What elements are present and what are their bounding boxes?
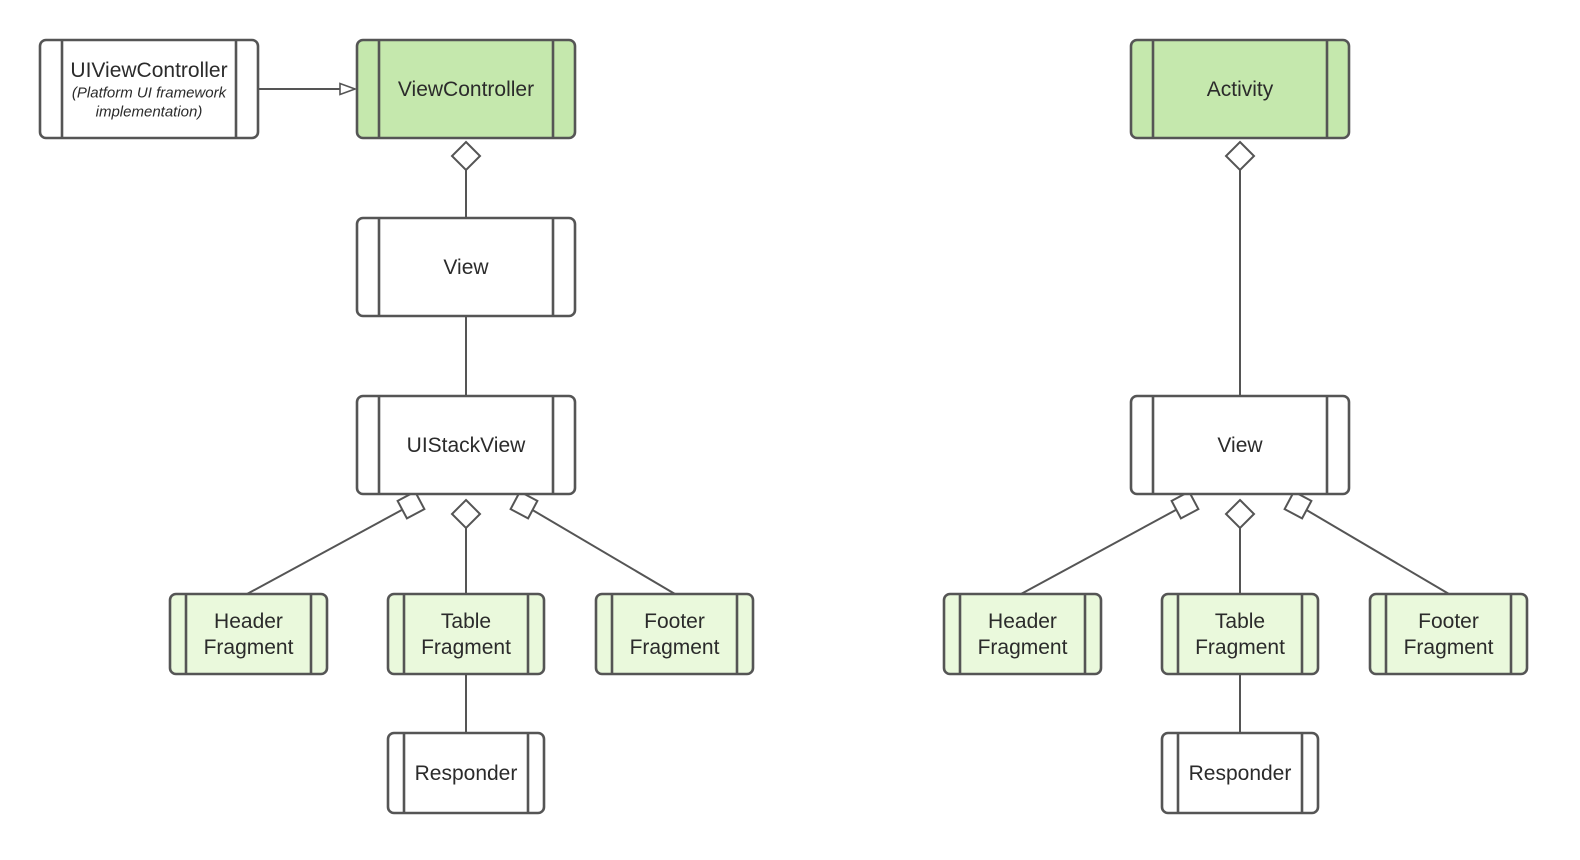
inheritance-arrow-icon bbox=[339, 82, 358, 96]
node-box bbox=[1160, 592, 1320, 676]
aggregation-line bbox=[1020, 504, 1186, 595]
node-label: Table bbox=[441, 610, 491, 633]
node-label: Fragment bbox=[1404, 636, 1494, 659]
connector-layer bbox=[246, 82, 1450, 733]
node-label: Responder bbox=[1189, 762, 1292, 785]
connector-ios-uistackview-to-ios-header-fragment bbox=[246, 490, 426, 595]
node-android-view: View bbox=[1129, 394, 1351, 496]
node-label: Fragment bbox=[630, 636, 720, 659]
node-label: UIStackView bbox=[407, 434, 526, 457]
connector-ios-viewcontroller-to-ios-view bbox=[450, 140, 482, 218]
node-box bbox=[386, 592, 546, 676]
aggregation-diamond-icon bbox=[1283, 490, 1313, 520]
node-box bbox=[355, 38, 577, 140]
node-layer: UIViewController (Platform UI framework im… bbox=[38, 38, 1529, 815]
connector-android-view-to-android-footer-fragment bbox=[1283, 490, 1450, 595]
node-box bbox=[355, 216, 577, 318]
node-box bbox=[1160, 731, 1320, 815]
node-label: View bbox=[1217, 434, 1263, 457]
node-box bbox=[1368, 592, 1529, 676]
node-label: UIViewController bbox=[70, 59, 227, 82]
node-android-activity: Activity bbox=[1129, 38, 1351, 140]
node-note: (Platform UI framework bbox=[72, 85, 228, 102]
node-box bbox=[594, 592, 755, 676]
node-box bbox=[942, 592, 1103, 676]
node-label: ViewController bbox=[398, 78, 534, 101]
node-label: Fragment bbox=[421, 636, 511, 659]
node-box bbox=[386, 731, 546, 815]
node-ios-viewcontroller: ViewController bbox=[355, 38, 577, 140]
node-box bbox=[1129, 38, 1351, 140]
aggregation-diamond-icon bbox=[1170, 490, 1200, 520]
node-uiviewcontroller: UIViewController (Platform UI framework im… bbox=[38, 38, 260, 140]
connector-uiviewcontroller-to-ios-viewcontroller bbox=[258, 82, 358, 96]
node-box bbox=[168, 592, 329, 676]
connector-android-activity-to-android-view bbox=[1224, 140, 1256, 396]
node-ios-view: View bbox=[355, 216, 577, 318]
node-note: implementation) bbox=[96, 104, 203, 121]
node-box bbox=[1129, 394, 1351, 496]
aggregation-diamond-icon bbox=[450, 498, 482, 530]
node-label: Fragment bbox=[978, 636, 1068, 659]
node-ios-uistackview: UIStackView bbox=[355, 394, 577, 496]
node-label: View bbox=[443, 256, 489, 279]
node-label: Responder bbox=[415, 762, 518, 785]
aggregation-diamond-icon bbox=[396, 490, 426, 520]
aggregation-diamond-icon bbox=[450, 140, 482, 172]
connector-android-view-to-android-header-fragment bbox=[1020, 490, 1200, 595]
node-box bbox=[355, 394, 577, 496]
aggregation-line bbox=[523, 504, 676, 595]
node-ios-responder: Responder bbox=[386, 731, 546, 815]
aggregation-diamond-icon bbox=[1224, 498, 1256, 530]
connector-ios-uistackview-to-ios-table-fragment bbox=[450, 498, 482, 594]
node-label: Footer bbox=[644, 610, 705, 633]
node-label: Header bbox=[214, 610, 283, 633]
connector-ios-uistackview-to-ios-footer-fragment bbox=[509, 490, 676, 595]
aggregation-line bbox=[246, 504, 412, 595]
node-box bbox=[38, 38, 260, 140]
node-android-responder: Responder bbox=[1160, 731, 1320, 815]
connector-android-view-to-android-table-fragment bbox=[1224, 498, 1256, 594]
node-label: Fragment bbox=[204, 636, 294, 659]
node-label: Header bbox=[988, 610, 1057, 633]
aggregation-line bbox=[1297, 504, 1450, 595]
node-label: Fragment bbox=[1195, 636, 1285, 659]
node-label: Table bbox=[1215, 610, 1265, 633]
aggregation-diamond-icon bbox=[509, 490, 539, 520]
node-label: Footer bbox=[1418, 610, 1479, 633]
aggregation-diamond-icon bbox=[1224, 140, 1256, 172]
node-label: Activity bbox=[1207, 78, 1274, 101]
